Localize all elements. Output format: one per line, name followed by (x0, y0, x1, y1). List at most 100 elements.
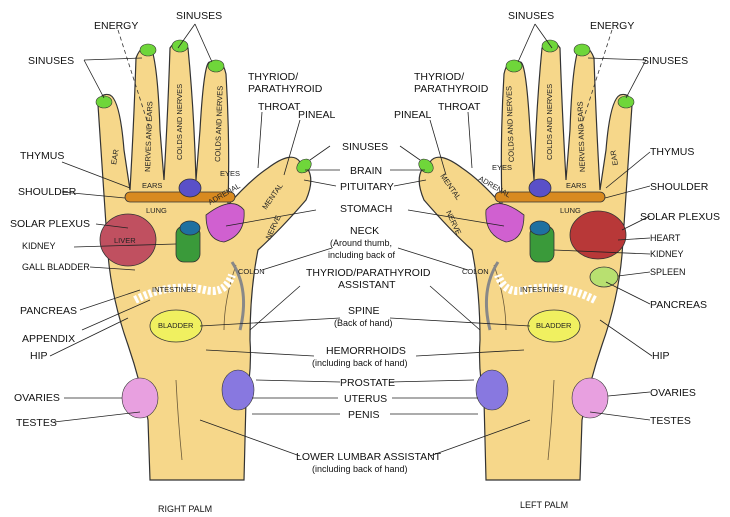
left-intestines (494, 273, 597, 304)
caption-right-palm: RIGHT PALM (158, 504, 212, 514)
left-spleen (589, 266, 619, 288)
label-appendix: APPENDIX (22, 333, 75, 345)
right-stomach-spot (179, 220, 201, 236)
label-hemorrhoids-2: (including back of hand) (312, 358, 408, 368)
label-energy-left: ENERGY (590, 20, 634, 32)
fingertip-spot (573, 43, 591, 57)
left-colon-label: COLON (462, 267, 489, 276)
label-energy-right: ENERGY (94, 20, 138, 32)
label-neck-3: including back of (328, 250, 396, 260)
left-wrist-crease (547, 379, 555, 461)
label-spleen: SPLEEN (650, 267, 686, 277)
left-organs (475, 178, 627, 419)
fingertips (95, 39, 635, 174)
label-pituitary: PITUITARY (340, 181, 394, 193)
label-neck-1: NECK (350, 225, 379, 237)
left-nerves-ears-label: NERVES AND EARS (576, 101, 587, 172)
left-lung-label: LUNG (560, 206, 581, 215)
label-lower-lumbar-1: LOWER LUMBAR ASSISTANT (296, 451, 442, 463)
label-penis: PENIS (348, 409, 380, 421)
right-intestines-label: INTESTINES (152, 285, 196, 294)
label-ovaries-right: OVARIES (14, 392, 60, 404)
label-pancreas-right: PANCREAS (20, 305, 77, 317)
fingertip-spot (139, 43, 157, 57)
left-colon (484, 261, 500, 331)
label-sinuses-side-left: SINUSES (642, 55, 688, 67)
fingertip-spot (505, 59, 523, 73)
fingertip-spot (95, 95, 113, 109)
label-thyroid-assistant-2: ASSISTANT (338, 279, 396, 291)
fingertip-spot (207, 59, 225, 73)
fingertip-spot (296, 158, 312, 174)
label-heart: HEART (650, 233, 681, 243)
right-ears-label: EARS (142, 181, 162, 190)
left-ear-label: EAR (608, 149, 620, 166)
right-liver (99, 213, 157, 267)
left-stomach-spot (529, 220, 551, 236)
label-sinuses-side-right: SINUSES (28, 55, 74, 67)
label-throat-left: THROAT (438, 101, 481, 113)
label-hemorrhoids-1: HEMORRHOIDS (326, 345, 406, 357)
fingertip-spot (418, 158, 434, 174)
right-column-labels: SINUSES ENERGY SINUSES THYMUS SHOULDER S… (508, 10, 720, 427)
left-column-labels: ENERGY SINUSES SINUSES THYMUS SHOULDER S… (10, 10, 222, 429)
left-prostate (475, 369, 509, 411)
label-gall-bladder: GALL BLADDER (22, 262, 90, 272)
left-intestines-label: INTESTINES (520, 285, 564, 294)
left-ovaries (571, 377, 609, 419)
right-colon-label: COLON (238, 267, 265, 276)
right-nerves-ears-label: NERVES AND EARS (143, 101, 154, 172)
label-kidney-left: KIDNEY (650, 249, 684, 259)
right-liver-label: LIVER (114, 236, 136, 245)
label-hip-left: HIP (652, 350, 670, 362)
label-pancreas-left: PANCREAS (650, 299, 707, 311)
label-prostate: PROSTATE (340, 377, 395, 389)
label-sinuses-center: SINUSES (342, 141, 388, 153)
leader-lines (49, 23, 653, 457)
label-thyroid-right-1: THYRIOD/ (248, 71, 298, 83)
right-ear-label: EAR (109, 148, 121, 165)
left-lung-bar (494, 191, 606, 203)
label-thyroid-left-2: PARATHYROID (414, 83, 489, 95)
fingertip-spot (171, 39, 189, 53)
label-ovaries-left: OVARIES (650, 387, 696, 399)
left-eyes-label: EYES (492, 163, 512, 172)
label-brain: BRAIN (350, 165, 382, 177)
left-colds-nerves-label-1: COLDS AND NERVES (545, 84, 554, 160)
right-lung-label: LUNG (146, 206, 167, 215)
left-ears-label: EARS (566, 181, 586, 190)
label-stomach: STOMACH (340, 203, 392, 215)
fingertip-spot (617, 95, 635, 109)
label-throat-right: THROAT (258, 101, 301, 113)
right-eyes-label: EYES (220, 169, 240, 178)
label-thymus-right: THYMUS (20, 150, 64, 162)
right-bladder-label: BLADDER (158, 321, 194, 330)
left-heart (569, 210, 627, 260)
right-wrist-crease (175, 379, 183, 461)
label-testes-left: TESTES (650, 415, 691, 427)
right-colds-nerves-label-1: COLDS AND NERVES (175, 84, 184, 160)
label-neck-2: (Around thumb, (330, 238, 392, 248)
label-hip-right: HIP (30, 350, 48, 362)
left-bladder-label: BLADDER (536, 321, 572, 330)
left-adrenal (485, 203, 525, 243)
label-spine-1: SPINE (348, 305, 380, 317)
label-sinuses-top-left: SINUSES (508, 10, 554, 22)
right-intestines (133, 273, 236, 304)
left-eyes-spot (528, 178, 552, 198)
label-shoulder-right: SHOULDER (18, 186, 77, 198)
right-prostate (221, 369, 255, 411)
right-colon (230, 261, 246, 331)
label-kidney-right: KIDNEY (22, 241, 56, 251)
fingertip-spot (541, 39, 559, 53)
right-organs (99, 178, 255, 419)
label-sinuses-top-right: SINUSES (176, 10, 222, 22)
left-colds-nerves-label-2: COLDS AND NERVES (504, 86, 516, 162)
right-colds-nerves-label-2: COLDS AND NERVES (213, 86, 225, 162)
right-eyes-spot (178, 178, 202, 198)
label-thyroid-assistant-1: THYRIOD/PARATHYROID (306, 267, 431, 279)
label-thymus-left: THYMUS (650, 146, 694, 158)
label-solar-plexus-right: SOLAR PLEXUS (10, 218, 90, 230)
label-testes-right: TESTES (16, 417, 57, 429)
